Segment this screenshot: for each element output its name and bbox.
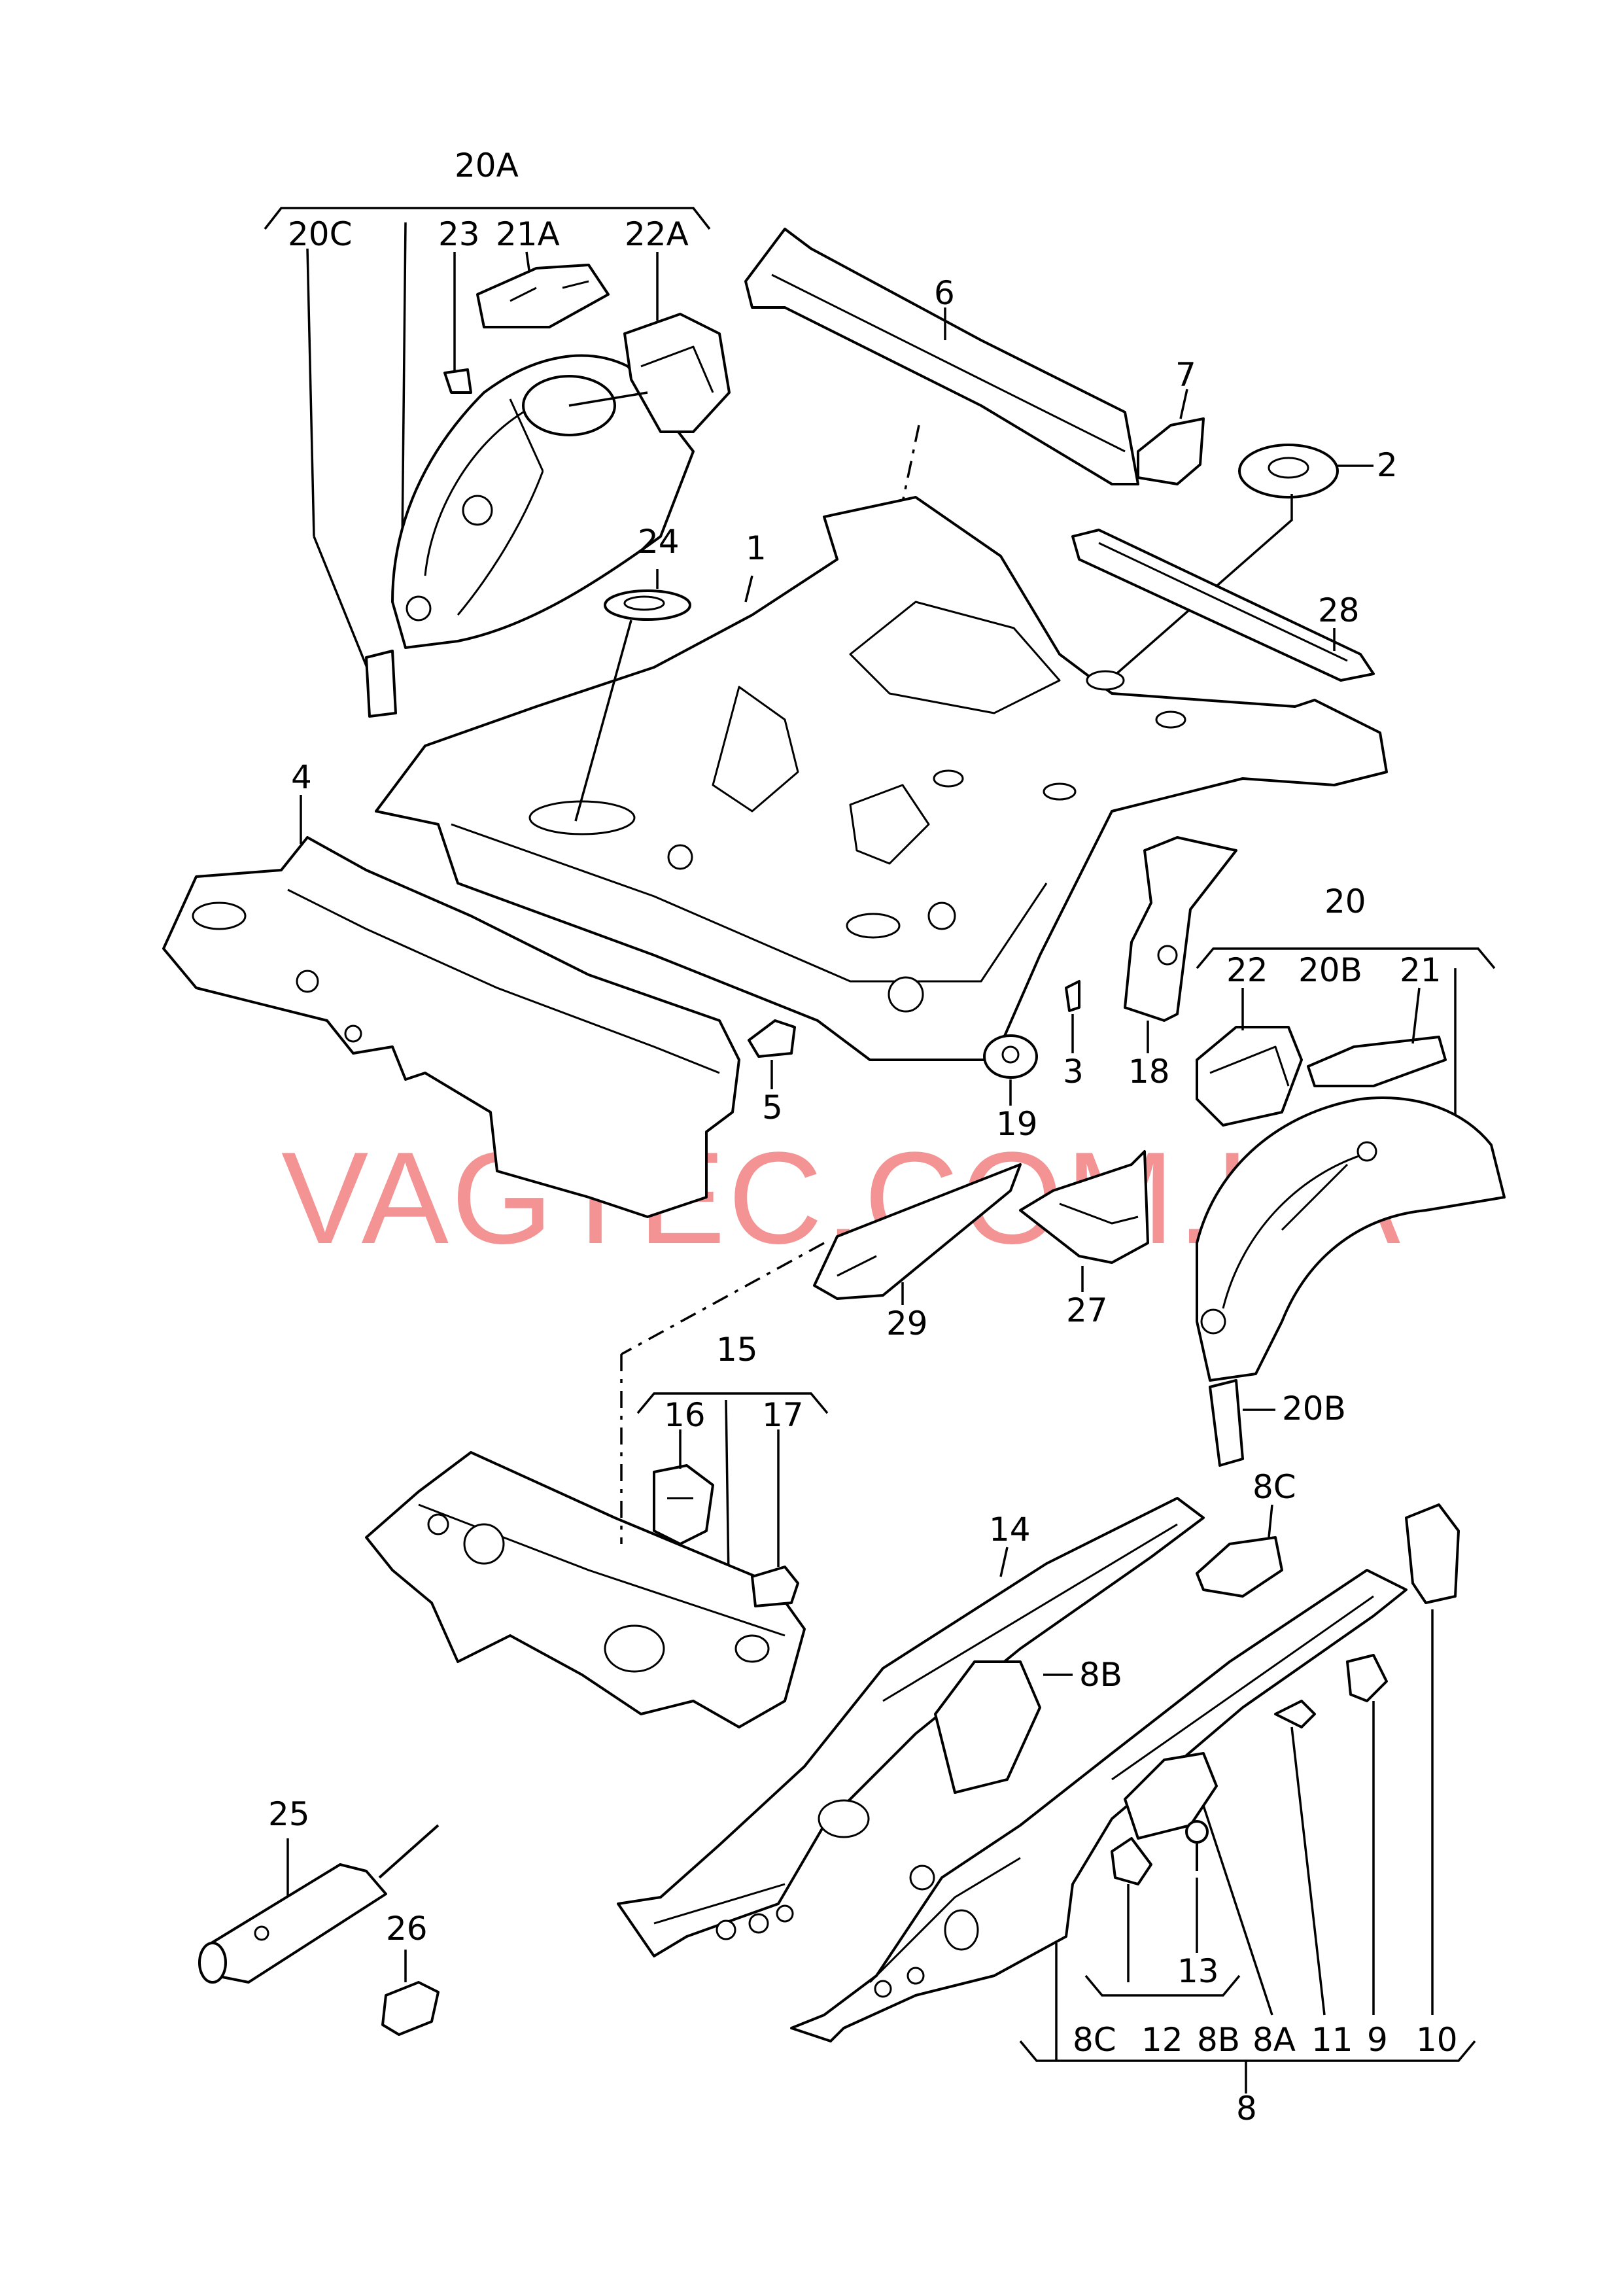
part-7 <box>1137 389 1205 485</box>
label-14: 14 <box>989 1511 1031 1549</box>
part-18 <box>1124 836 1237 1053</box>
part-21A <box>476 251 610 328</box>
part-22 <box>1196 988 1303 1127</box>
label-25: 25 <box>268 1795 310 1833</box>
part-11 <box>1274 1700 1326 2016</box>
callout-labels: 20A 20C 23 21A 22A 6 7 2 24 1 28 4 20 22… <box>268 147 1458 2128</box>
label-28: 28 <box>1318 591 1360 629</box>
label-29: 29 <box>886 1305 928 1342</box>
label-21: 21 <box>1400 951 1442 989</box>
label-2: 2 <box>1377 446 1398 484</box>
part-13 <box>1185 1820 1209 1953</box>
part-4-rear-panel <box>162 795 740 1218</box>
part-9 <box>1346 1654 1388 2015</box>
bracket-12-13 <box>1084 1974 1241 1997</box>
label-7: 7 <box>1175 356 1196 394</box>
label-3: 3 <box>1063 1053 1084 1091</box>
part-12 <box>1111 1837 1152 1982</box>
part-8A <box>1124 1752 1273 2016</box>
label-9: 9 <box>1367 2021 1388 2059</box>
label-4: 4 <box>291 758 312 796</box>
label-27: 27 <box>1066 1291 1108 1329</box>
label-22: 22 <box>1226 951 1268 989</box>
label-11: 11 <box>1311 2021 1353 2059</box>
part-8-longitudinal <box>790 1569 1408 2042</box>
label-8B-lower: 8B <box>1197 2021 1240 2059</box>
label-8C-lower: 8C <box>1073 2021 1116 2059</box>
part-24 <box>574 569 691 822</box>
label-20A: 20A <box>455 147 519 184</box>
part-8C-upper <box>1196 1504 1283 1598</box>
label-15: 15 <box>716 1331 758 1369</box>
part-17 <box>751 1429 799 1607</box>
label-26: 26 <box>386 1910 428 1948</box>
label-1: 1 <box>746 529 767 567</box>
label-8C: 8C <box>1253 1468 1296 1506</box>
label-8A: 8A <box>1253 2021 1296 2059</box>
part-27 <box>1019 1150 1149 1292</box>
part-26-plug <box>381 1950 440 2036</box>
label-6: 6 <box>934 274 955 312</box>
bracket-20A <box>264 207 711 544</box>
part-21 <box>1307 987 1447 1087</box>
label-22A: 22A <box>625 215 689 253</box>
label-19: 19 <box>996 1105 1038 1143</box>
label-20C: 20C <box>288 215 353 253</box>
label-24: 24 <box>638 523 680 561</box>
label-8B: 8B <box>1079 1656 1122 1694</box>
part-14-longitudinal <box>617 1497 1205 1957</box>
part-3 <box>1065 980 1080 1053</box>
part-1-floor-pan <box>375 496 1388 1061</box>
label-23: 23 <box>438 215 480 253</box>
part-15-crossmember <box>365 1354 806 1728</box>
part-28 <box>1071 529 1375 682</box>
label-16: 16 <box>664 1396 706 1434</box>
part-5 <box>748 1019 796 1089</box>
label-5: 5 <box>762 1089 783 1127</box>
part-20B-side <box>1209 1379 1275 1467</box>
part-16 <box>653 1429 714 1545</box>
part-20C <box>306 248 397 718</box>
label-20B: 20B <box>1298 951 1362 989</box>
label-17: 17 <box>762 1396 804 1434</box>
label-12: 12 <box>1141 2021 1183 2059</box>
label-10: 10 <box>1416 2021 1458 2059</box>
part-19 <box>983 1034 1038 1106</box>
part-29 <box>621 1163 1022 1356</box>
bracket-8 <box>1019 1943 1476 2094</box>
label-18: 18 <box>1128 1053 1170 1091</box>
label-20B-side: 20B <box>1282 1390 1346 1428</box>
part-20-wheelhouse <box>1196 1096 1506 1382</box>
label-13: 13 <box>1177 1952 1219 1990</box>
label-21A: 21A <box>496 215 560 253</box>
label-20: 20 <box>1324 883 1366 920</box>
part-10 <box>1405 1503 1460 2015</box>
part-23 <box>443 252 472 394</box>
part-25-tool <box>198 1824 440 1984</box>
label-8: 8 <box>1236 2090 1257 2128</box>
part-22A <box>568 252 731 433</box>
